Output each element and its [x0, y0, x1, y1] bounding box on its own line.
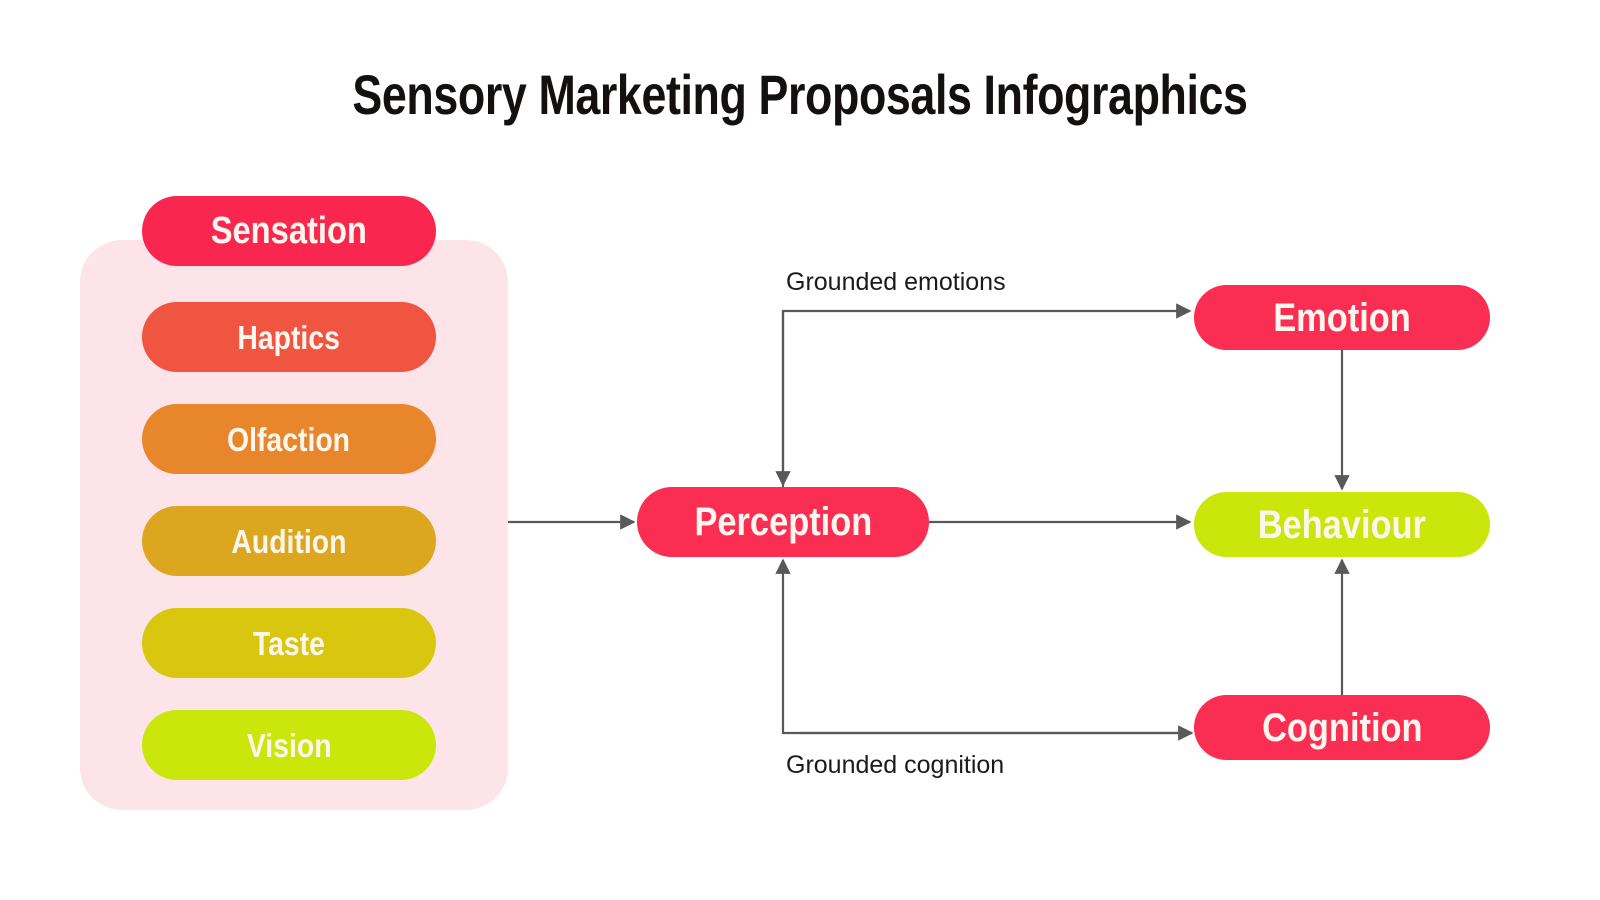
node-label: Emotion — [1273, 295, 1411, 340]
edge-label-grounded-cognition: Grounded cognition — [786, 751, 1005, 779]
sense-pill-label: Sensation — [210, 210, 368, 252]
sense-pill-haptics[interactable]: Haptics — [142, 302, 436, 372]
node-perception[interactable]: Perception — [637, 487, 929, 557]
sense-pill-audition[interactable]: Audition — [142, 506, 436, 576]
edge-cognition-to-perception — [775, 558, 1190, 735]
edge-label-grounded-emotions: Grounded emotions — [786, 268, 1006, 296]
node-behaviour[interactable]: Behaviour — [1194, 492, 1490, 557]
sense-pill-vision[interactable]: Vision — [142, 710, 436, 780]
sense-pill-label: Vision — [246, 726, 332, 764]
sense-pill-label: Haptics — [237, 318, 341, 356]
sense-pill-label: Olfaction — [227, 420, 351, 458]
sense-pill-label: Audition — [231, 522, 347, 560]
node-emotion[interactable]: Emotion — [1194, 285, 1490, 350]
sense-pill-olfaction[interactable]: Olfaction — [142, 404, 436, 474]
node-label: Cognition — [1261, 705, 1423, 750]
node-label: Behaviour — [1257, 502, 1427, 547]
sense-pill-taste[interactable]: Taste — [142, 608, 436, 678]
sense-pill-label: Taste — [252, 624, 326, 662]
sense-pill-sensation[interactable]: Sensation — [142, 196, 436, 266]
edge-perception-to-emotion — [781, 303, 1192, 487]
node-label: Perception — [694, 500, 872, 544]
node-cognition[interactable]: Cognition — [1194, 695, 1490, 760]
page-title: Sensory Marketing Proposals Infographics — [352, 63, 1248, 126]
